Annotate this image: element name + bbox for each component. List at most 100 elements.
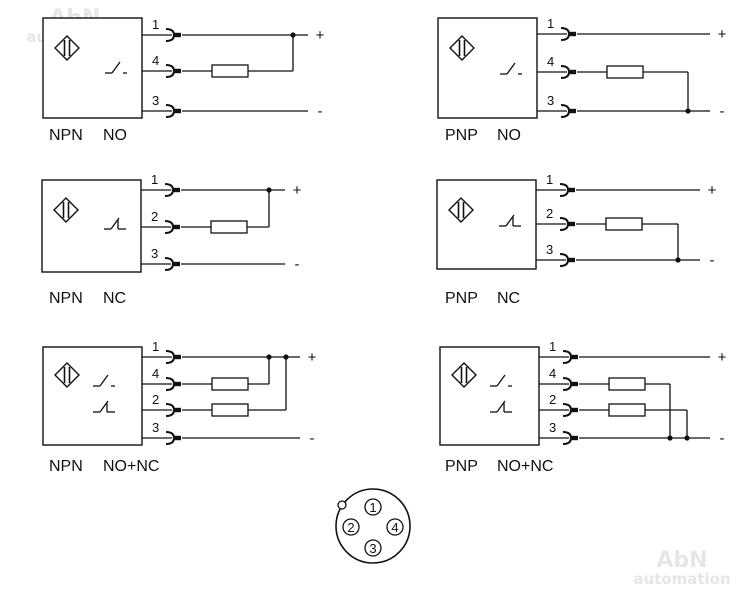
resistor: [606, 65, 644, 79]
no-switch-blade: [111, 61, 121, 74]
connector-pin: [570, 435, 578, 441]
proximity-sensor-icon: [448, 197, 474, 223]
pin-number-3: 3: [549, 420, 556, 435]
pin-number-2: 2: [546, 206, 553, 221]
m12-connector-pinout: 12 43: [335, 488, 411, 564]
pin-number-4: 4: [152, 366, 159, 381]
pin-number-4: 4: [152, 53, 159, 68]
positive-sign: +: [293, 182, 302, 199]
connector-pin: [173, 407, 181, 413]
junction-dot: [283, 354, 289, 360]
negative-sign: -: [310, 430, 315, 447]
negative-sign: -: [720, 103, 725, 120]
resistor: [608, 377, 646, 391]
pin-number-1: 1: [152, 339, 159, 354]
connector-pin: [570, 407, 578, 413]
junction-dot: [266, 354, 272, 360]
pin-number-1: 1: [152, 17, 159, 32]
watermark-bottom-right: AbN automation: [622, 550, 742, 587]
caption-npn-no-output: NO: [103, 127, 127, 144]
connector-pin: [173, 108, 181, 114]
wiring-pnp-nc: 123+-: [436, 172, 717, 270]
pin-number-1: 1: [546, 172, 553, 187]
resistor: [211, 377, 249, 391]
resistor: [608, 403, 646, 417]
connector-pin: [567, 257, 575, 263]
connector-pin: [570, 381, 578, 387]
nc-switch-blade: [110, 217, 120, 230]
pin-number-2: 2: [152, 392, 159, 407]
connector-key-icon: [337, 500, 347, 510]
pin-number-1: 1: [151, 172, 158, 187]
no-switch-blade: [99, 374, 109, 387]
connector-pin-label-2: 2: [347, 520, 354, 535]
proximity-sensor-icon: [54, 35, 80, 61]
junction-dot: [684, 435, 690, 441]
connector-pin: [567, 221, 575, 227]
connector-pin-2: [342, 518, 360, 536]
junction-dot: [667, 435, 673, 441]
caption-pnp-no-type: PNP: [445, 127, 478, 144]
caption-pnp-nonc-output: NO+NC: [497, 458, 554, 475]
caption-npn-nonc-output: NO+NC: [103, 458, 160, 475]
resistor: [605, 217, 643, 231]
caption-pnp-no-output: NO: [497, 127, 521, 144]
pin-number-2: 2: [151, 209, 158, 224]
caption-npn-nonc-type: NPN: [49, 458, 83, 475]
connector-pin: [173, 32, 181, 38]
connector-pin: [173, 435, 181, 441]
connector-pin: [568, 31, 576, 37]
positive-sign: +: [308, 349, 317, 366]
watermark-brand: AbN: [656, 548, 708, 573]
caption-pnp-nc-type: PNP: [445, 290, 478, 307]
junction-dot: [675, 257, 681, 263]
sensor-body: [42, 346, 143, 446]
wiring-pnp-no: 143+-: [437, 16, 727, 120]
resistor: [210, 220, 248, 234]
negative-sign: -: [295, 256, 300, 273]
wiring-npn-nc: 123+-: [41, 172, 302, 273]
pin-number-4: 4: [547, 54, 554, 69]
pin-number-3: 3: [547, 93, 554, 108]
proximity-sensor-icon: [54, 362, 80, 388]
connector-pin-label-3: 3: [369, 541, 376, 556]
watermark-sub: automation: [633, 570, 731, 588]
no-switch-blade: [496, 374, 506, 387]
connector-pin: [172, 261, 180, 267]
junction-dot: [685, 108, 691, 114]
junction-dot: [290, 32, 296, 38]
connector-pin: [568, 69, 576, 75]
connector-pin: [173, 354, 181, 360]
negative-sign: -: [720, 430, 725, 447]
connector-pin: [172, 224, 180, 230]
pin-number-4: 4: [549, 366, 556, 381]
connector-pin: [570, 354, 578, 360]
caption-npn-nc-output: NC: [103, 290, 127, 307]
connector-pin: [173, 68, 181, 74]
connector-pin-label-4: 4: [391, 520, 398, 535]
sensor-body: [436, 179, 537, 270]
connector-pin-1: [364, 498, 382, 516]
wiring-npn-no: 143+-: [42, 17, 325, 120]
sensor-body: [42, 17, 143, 119]
negative-sign: -: [318, 103, 323, 120]
pin-number-3: 3: [546, 242, 553, 257]
caption-pnp-nonc-type: PNP: [445, 458, 478, 475]
resistor: [211, 64, 249, 78]
nc-switch-blade: [99, 400, 109, 413]
caption-pnp-nc-output: NC: [497, 290, 521, 307]
proximity-sensor-icon: [53, 197, 79, 223]
connector-pin-label-1: 1: [369, 500, 376, 515]
pin-number-1: 1: [549, 339, 556, 354]
nc-switch-blade: [505, 214, 515, 227]
connector-pin: [568, 108, 576, 114]
junction-dot: [266, 187, 272, 193]
positive-sign: +: [718, 349, 727, 366]
negative-sign: -: [710, 252, 715, 269]
connector-pin: [173, 381, 181, 387]
sensor-body: [41, 179, 142, 273]
